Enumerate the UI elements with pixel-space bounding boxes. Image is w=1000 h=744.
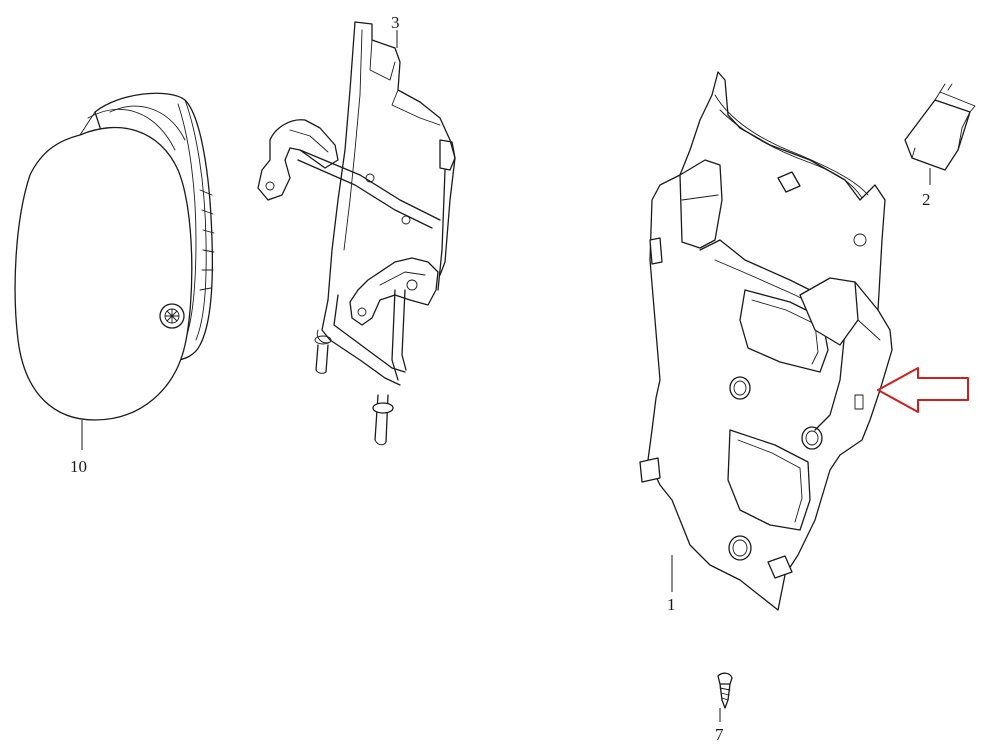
part-7-screw: [717, 672, 733, 722]
part-label-7: 7: [715, 725, 724, 744]
part-3-mounting-bracket: [257, 21, 456, 446]
callout-arrow: [877, 367, 969, 413]
part-1-cover-panel: [639, 71, 893, 611]
part-label-1: 1: [667, 595, 676, 614]
part-label-10: 10: [70, 457, 87, 476]
part-2-connector: [904, 83, 976, 185]
part-label-2: 2: [922, 190, 931, 209]
part-label-3: 3: [391, 13, 400, 32]
part-10-headlight: [14, 92, 215, 450]
